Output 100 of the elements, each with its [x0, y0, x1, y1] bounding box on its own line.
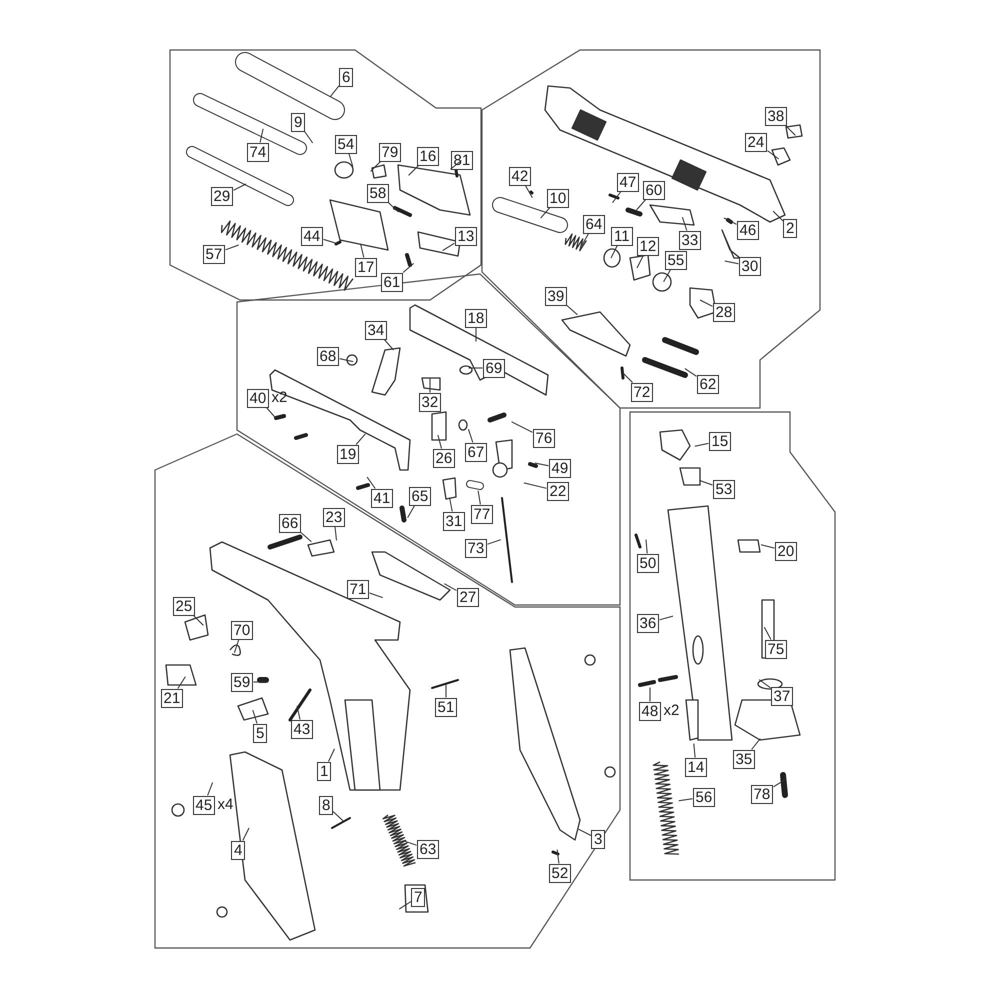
- callout-number: 75: [764, 640, 788, 658]
- callout-number: 49: [548, 458, 572, 478]
- leader-line: [487, 539, 502, 545]
- leader-line: [524, 185, 533, 198]
- callout-number: 44: [300, 226, 324, 246]
- leader-line: [534, 462, 549, 466]
- callout-number: 40: [246, 388, 270, 408]
- leader-line: [540, 207, 550, 219]
- leader-line: [242, 828, 250, 841]
- callout-number: 6: [339, 68, 354, 86]
- leader-line: [636, 199, 646, 210]
- leader-line: [700, 300, 713, 307]
- callout-number: 61: [380, 272, 404, 292]
- leader-line: [252, 710, 258, 724]
- callout-number: 63: [416, 840, 440, 858]
- leader-line: [332, 811, 344, 822]
- leader-line: [694, 442, 709, 447]
- callout-number: 32: [418, 392, 442, 412]
- callout-number: 53: [712, 480, 736, 498]
- leader-line: [751, 738, 761, 750]
- leader-line: [663, 269, 672, 282]
- callout-number: 3: [591, 830, 606, 848]
- callout-number: 20: [774, 542, 798, 560]
- leader-line: [356, 433, 366, 445]
- leader-line: [682, 216, 688, 231]
- callout-number: 11: [611, 226, 633, 246]
- leader-line: [384, 339, 394, 350]
- leader-line: [407, 505, 416, 518]
- callout-number: 17: [354, 258, 378, 276]
- leader-line: [225, 244, 240, 250]
- leader-line: [388, 202, 399, 212]
- callout-number: 36: [636, 614, 660, 632]
- leader-line: [578, 828, 592, 836]
- callout-number: 59: [230, 672, 254, 692]
- callout-number: 8: [319, 796, 334, 814]
- callout-number: 58: [366, 184, 390, 202]
- leader-line: [398, 901, 412, 910]
- leader-line: [348, 153, 354, 168]
- callout-number: 81: [450, 150, 474, 170]
- callout-number: 78: [750, 784, 774, 804]
- callout-number: 66: [278, 514, 302, 532]
- leader-line: [684, 368, 697, 377]
- callout-number: 71: [346, 580, 370, 598]
- leader-line: [266, 407, 276, 418]
- leader-line: [523, 482, 547, 489]
- callout-number: 16: [416, 146, 440, 166]
- leader-line: [581, 233, 590, 246]
- callout-number: 70: [230, 620, 254, 640]
- callout-number: 77: [470, 504, 494, 524]
- leader-line: [437, 434, 442, 449]
- callout-number: 73: [464, 538, 488, 558]
- quantity-label: x2: [272, 388, 288, 406]
- callout-number: 30: [738, 256, 762, 276]
- callout-number: 47: [616, 172, 640, 192]
- callout-number: 21: [160, 688, 184, 708]
- callout-number: 26: [432, 448, 456, 468]
- callout-number: 14: [684, 758, 708, 776]
- callout-number: 22: [546, 482, 570, 500]
- callout-number: 62: [696, 374, 720, 394]
- callout-number: 19: [336, 444, 360, 464]
- callout-number: 33: [678, 230, 702, 250]
- callout-number: 60: [642, 180, 666, 200]
- leader-line: [369, 592, 384, 598]
- callout-number: 50: [636, 554, 660, 572]
- leader-line: [622, 372, 633, 383]
- leader-line: [724, 260, 739, 264]
- callout-number: 42: [508, 166, 532, 186]
- leader-line: [296, 705, 300, 720]
- callout-number: 69: [482, 358, 506, 378]
- callout-number: 34: [364, 320, 388, 340]
- leader-line: [566, 305, 578, 316]
- callout-number: 51: [434, 698, 458, 716]
- leader-line: [408, 165, 419, 176]
- leader-line: [334, 526, 337, 541]
- leader-line: [610, 245, 618, 258]
- callout-number: 43: [290, 720, 314, 738]
- leader-line: [612, 191, 622, 204]
- callout-number: 1: [317, 762, 332, 780]
- quantity-label: x2: [664, 702, 680, 718]
- callout-number: 64: [582, 214, 606, 234]
- callout-number: 12: [636, 236, 660, 256]
- callout-number: 35: [732, 750, 756, 768]
- leader-line: [339, 358, 354, 362]
- leader-line: [300, 532, 312, 542]
- leader-line: [193, 615, 204, 626]
- callout-number: 67: [464, 442, 488, 462]
- callout-number: 2: [783, 218, 798, 238]
- leader-line: [767, 150, 780, 160]
- leader-line: [646, 539, 648, 554]
- leader-line: [366, 476, 376, 489]
- leader-line: [693, 743, 696, 758]
- callout-number: 7: [411, 888, 426, 906]
- callout-number: 79: [378, 142, 402, 162]
- leader-line: [773, 778, 786, 788]
- callout-number: 54: [334, 134, 358, 154]
- leader-line: [678, 798, 693, 802]
- callout-number: 41: [370, 488, 394, 508]
- leader-line: [449, 497, 453, 512]
- callout-number: 28: [712, 302, 736, 322]
- leader-line: [772, 210, 784, 222]
